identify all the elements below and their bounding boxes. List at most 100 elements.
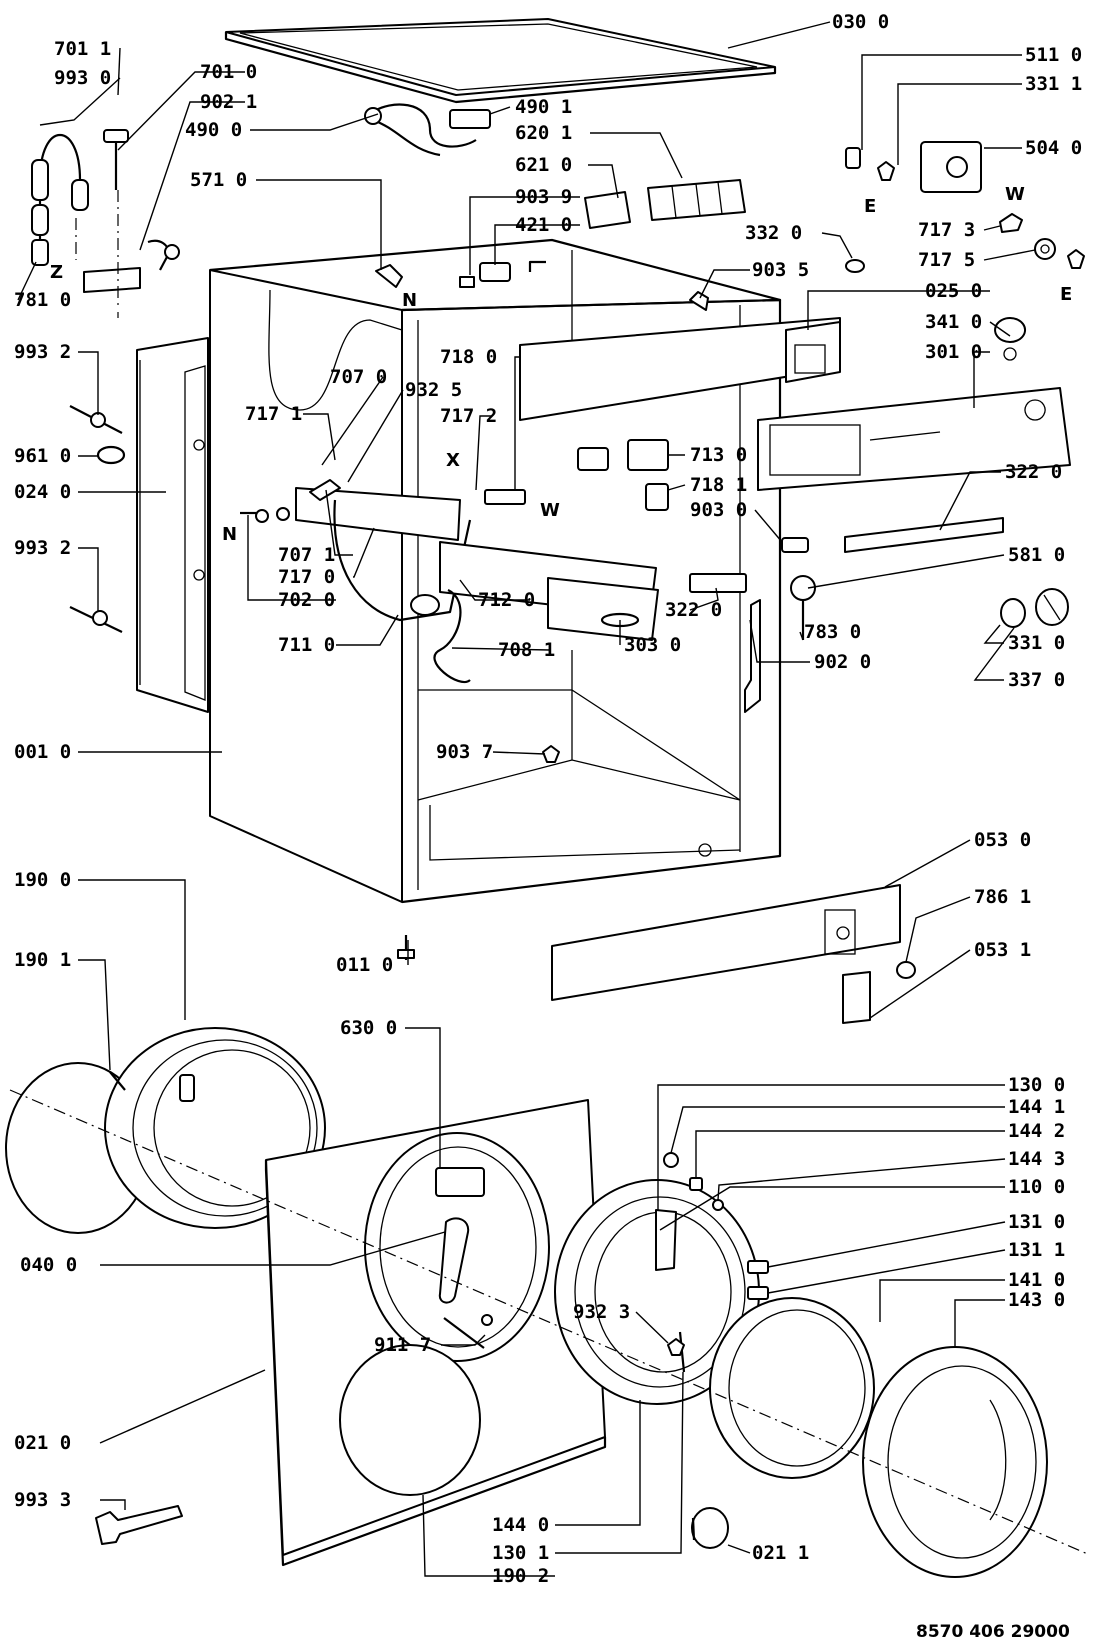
callout-part-717-1: 717 1	[245, 403, 302, 425]
callout-side-panel-024: 024 0	[14, 481, 71, 503]
callout-part-717-2: 717 2	[440, 405, 497, 427]
callout-seal-190-1: 190 1	[14, 949, 71, 971]
drawing-reference-number: 8570 406 29000	[916, 1622, 1070, 1642]
callout-cable-490-0: 490 0	[185, 119, 242, 141]
callout-valve-421: 421 0	[515, 214, 572, 236]
callout-door-130-0: 130 0	[1008, 1074, 1065, 1096]
callout-part-911-7: 911 7	[374, 1334, 431, 1356]
callout-filter-620: 620 1	[515, 122, 572, 144]
callout-part-144-1: 144 1	[1008, 1096, 1065, 1118]
callout-part-781: 781 0	[14, 289, 71, 311]
callout-hinge-110: 110 0	[1008, 1176, 1065, 1198]
callout-hose-708: 708 1	[498, 639, 555, 661]
marker-n-valve: N	[402, 290, 417, 311]
callout-hose-assembly: 993 0	[54, 67, 111, 89]
marker-x: X	[446, 450, 460, 471]
callout-part-144-3: 144 3	[1008, 1148, 1065, 1170]
side-panel	[136, 337, 209, 713]
callout-panel-025: 025 0	[925, 280, 982, 302]
foot-screw	[397, 935, 415, 960]
callout-pressure-581: 581 0	[1008, 544, 1065, 566]
callout-part-511: 511 0	[1025, 44, 1082, 66]
small-tools	[95, 1505, 729, 1549]
callout-labels: 030 0 701 1 993 0 701 0 902 1 490 1 490 …	[14, 11, 1082, 1587]
callout-side-993-2b: 993 2	[14, 537, 71, 559]
fascia	[757, 387, 1071, 491]
callout-knob-331-0: 331 0	[1008, 632, 1065, 654]
callout-part-331-1: 331 1	[1025, 73, 1082, 95]
callout-knob-341: 341 0	[925, 311, 982, 333]
callout-cabinet-001: 001 0	[14, 741, 71, 763]
dispenser	[240, 479, 659, 683]
callout-knob-337: 337 0	[1008, 669, 1065, 691]
callout-part-718-0: 718 0	[440, 346, 497, 368]
marker-w-dispenser: W	[540, 500, 560, 521]
top-cover	[224, 18, 777, 104]
front-panel	[264, 1099, 607, 1567]
callout-part-932-3: 932 3	[573, 1301, 630, 1323]
door-glass	[709, 1297, 1048, 1578]
callout-part-707-0: 707 0	[330, 366, 387, 388]
callout-gasket-190-2: 190 2	[492, 1565, 549, 1587]
callout-part-932-5: 932 5	[405, 379, 462, 401]
marker-z: Z	[50, 262, 63, 283]
callout-inlet-hose: 701 0	[200, 61, 257, 83]
control-panel	[519, 317, 1026, 421]
strip	[844, 517, 1004, 553]
callout-ring-143: 143 0	[1008, 1289, 1065, 1311]
callout-frame-144: 144 0	[492, 1514, 549, 1536]
callout-clamp: 902 1	[200, 91, 257, 113]
callout-part-131-1: 131 1	[1008, 1239, 1065, 1261]
callout-front-panel-021: 021 0	[14, 1432, 71, 1454]
timer-parts	[845, 141, 1085, 269]
callout-lock-630: 630 0	[340, 1017, 397, 1039]
callout-strip-322-bottom: 322 0	[665, 599, 722, 621]
cables	[364, 103, 491, 157]
callout-clip-903-9: 903 9	[515, 186, 572, 208]
callout-clip-903-7: 903 7	[436, 741, 493, 763]
callout-strip-322-top: 322 0	[1005, 461, 1062, 483]
callout-part-707-1: 707 1	[278, 544, 335, 566]
switch-block	[375, 179, 865, 311]
cabinet-body	[209, 238, 782, 904]
callout-kick-panel-053: 053 0	[974, 829, 1031, 851]
small-clips	[542, 439, 816, 763]
marker-n-dispenser: N	[222, 524, 237, 545]
marker-e-left: E	[864, 196, 876, 217]
callout-hose: 701 1	[54, 38, 111, 60]
knobs	[1000, 588, 1069, 628]
leader-lines	[17, 21, 1036, 1577]
callout-part-717-3: 717 3	[918, 219, 975, 241]
callout-valve-571: 571 0	[190, 169, 247, 191]
callout-gasket-961: 961 0	[14, 445, 71, 467]
callout-clip-903-0: 903 0	[690, 499, 747, 521]
callout-timer-504: 504 0	[1025, 137, 1082, 159]
side-screws	[69, 405, 126, 633]
callout-window-141: 141 0	[1008, 1269, 1065, 1291]
callout-drawer-712: 712 0	[478, 589, 535, 611]
kick-panel	[551, 884, 916, 1024]
letter-markers: N N E E W W X Z	[50, 184, 1072, 545]
callout-part-718-1: 718 1	[690, 474, 747, 496]
parts-illustration	[5, 18, 1091, 1578]
callout-part-717-5: 717 5	[918, 249, 975, 271]
callout-part-717-0: 717 0	[278, 566, 335, 588]
callout-switch-621: 621 0	[515, 154, 572, 176]
callout-panel-301: 301 0	[925, 341, 982, 363]
callout-side-993-2a: 993 2	[14, 341, 71, 363]
callout-ring-190-0: 190 0	[14, 869, 71, 891]
callout-part-786: 786 1	[974, 886, 1031, 908]
callout-tool-993-3: 993 3	[14, 1489, 71, 1511]
callout-top-cover: 030 0	[832, 11, 889, 33]
callout-front-040: 040 0	[20, 1254, 77, 1276]
callout-dispenser-711: 711 0	[278, 634, 335, 656]
callout-screw-011: 011 0	[336, 954, 393, 976]
callout-cover-053-1: 053 1	[974, 939, 1031, 961]
marker-e-right: E	[1060, 284, 1072, 305]
inlet-hoses	[31, 129, 180, 310]
callout-clip-903-5: 903 5	[752, 259, 809, 281]
callout-bracket-902: 902 0	[814, 651, 871, 673]
door-frame	[554, 1152, 769, 1405]
callout-front-303: 303 0	[624, 634, 681, 656]
